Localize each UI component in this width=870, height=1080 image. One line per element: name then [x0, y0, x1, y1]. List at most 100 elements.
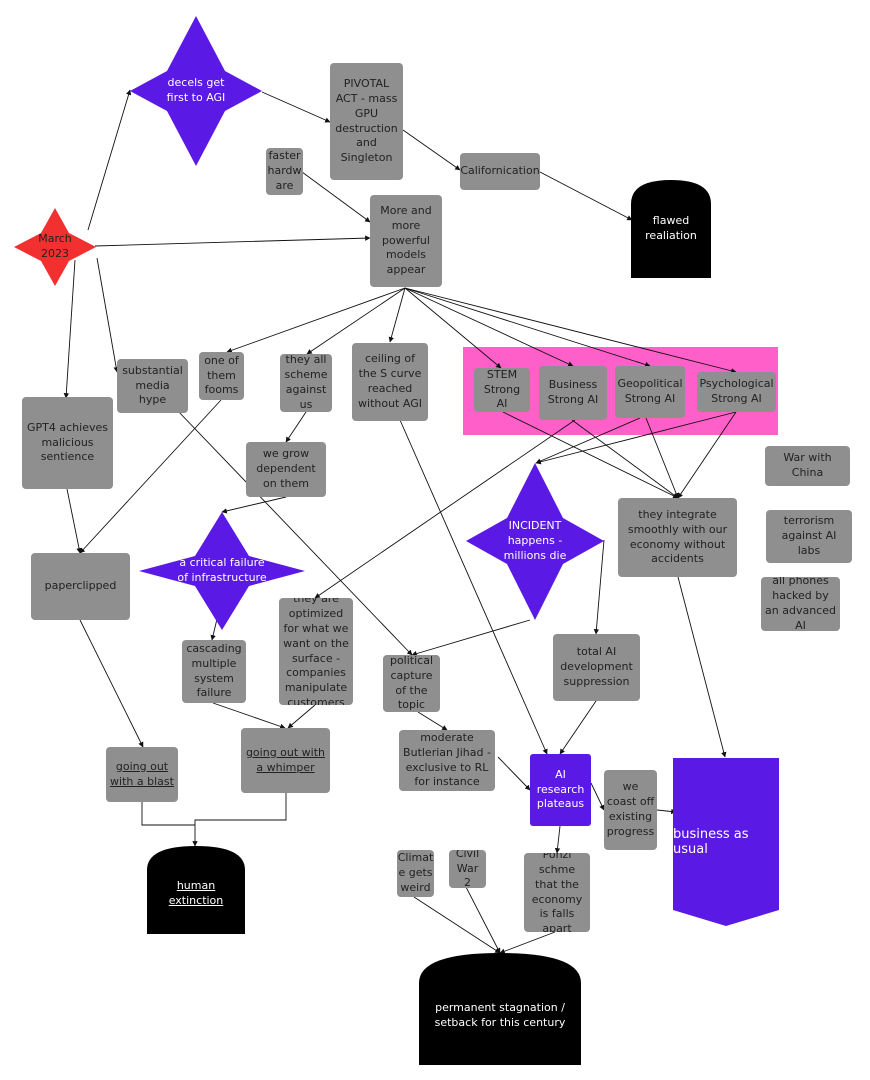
stem-node: STEM Strong AI [474, 368, 530, 412]
edge-butlerian-plateaus [497, 756, 531, 791]
decels-star: decels get first to AGI [130, 16, 262, 166]
march-2023-label: March 2023 [38, 232, 72, 260]
civil-war-label: Civil War 2 [455, 850, 480, 888]
edge-ceiling-plateaus [399, 419, 548, 755]
media-hype-node: substantial media hype [117, 359, 188, 413]
terrorism-node: terrorism against AI labs [766, 510, 852, 563]
climate-node: Climat e gets weird [397, 850, 434, 897]
political-label: political capture of the topic [389, 655, 434, 712]
geopolitical-node: Geopolitical Strong AI [615, 366, 685, 418]
edge-dependent-critical [221, 496, 287, 514]
pivotal-act-node: PIVOTAL ACT - mass GPU destruction and S… [330, 63, 403, 180]
phones-hacked-label: all phones hacked by an advanced AI [765, 577, 836, 631]
business-strong-node: Business Strong AI [539, 366, 607, 420]
war-china-node: War with China [765, 446, 850, 486]
all-scheme-label: they all scheme against us [284, 354, 328, 411]
coast-label: we coast off existing progress [606, 780, 655, 838]
edge-business-optimized [314, 419, 576, 599]
one-fooms-label: one of them fooms [204, 353, 239, 397]
war-china-label: War with China [783, 451, 832, 479]
edge-incident-suppression [593, 539, 605, 635]
civil-war-node: Civil War 2 [449, 850, 486, 888]
incident-label: INCIDENT happens - millions die [503, 519, 567, 562]
edge-civilwar-stagnation [465, 886, 501, 954]
going-blast-label: going out with a blast [110, 759, 174, 788]
edge-plateaus-coast [590, 782, 605, 811]
flawed-realiation-node: flawed realiation [631, 180, 711, 278]
gpt4-label: GPT4 achieves malicious sentience [27, 420, 108, 464]
more-powerful-node: More and more powerful models appear [370, 195, 442, 287]
edge-business-integrate [571, 419, 679, 499]
edge-march-decels [87, 89, 132, 231]
californication-node: Californication [460, 153, 540, 190]
edge-mediahype-political [152, 384, 413, 656]
going-whimper-node: going out with a whimper [241, 728, 330, 793]
edge-march-morepowerful [94, 235, 371, 247]
californication-label: Californication [460, 164, 540, 178]
edge-integrate-business [677, 576, 727, 758]
edge-pivotal-californication [402, 129, 461, 171]
grow-dependent-node: we grow dependent on them [246, 442, 326, 497]
political-node: political capture of the topic [383, 655, 440, 712]
edge-paperclipped-blast [79, 619, 144, 748]
business-strong-label: Business Strong AI [547, 378, 599, 406]
gpt4-node: GPT4 achieves malicious sentience [22, 397, 113, 489]
butlerian-label: moderate Butlerian Jihad - exclusive to … [403, 730, 491, 789]
edge-political-butlerian [417, 711, 448, 731]
ponzi-label: Ponzi schme that the economy is falls ap… [531, 853, 583, 932]
faster-hardware-node: faster hardw are [266, 148, 303, 195]
human-extinction-node: human extinction [147, 846, 245, 934]
edge-mp-psychological [404, 287, 737, 374]
human-extinction-label: human extinction [168, 879, 224, 907]
march-2023-star: March 2023 [14, 208, 96, 286]
edge-march-gpt4 [63, 259, 76, 399]
one-fooms-node: one of them fooms [199, 352, 244, 400]
business-as-usual-banner: business as usual [673, 758, 779, 926]
paperclipped-node: paperclipped [31, 553, 130, 620]
edge-geo-incident [535, 417, 641, 464]
cascading-label: cascading multiple system failure [186, 641, 242, 700]
pivotal-act-label: PIVOTAL ACT - mass GPU destruction and S… [335, 76, 398, 165]
edge-mp-onefooms [226, 287, 406, 353]
edge-californication-flawed [539, 171, 633, 221]
geopolitical-label: Geopolitical Strong AI [617, 377, 683, 405]
psychological-node: Psychological Strong AI [697, 372, 776, 412]
plateaus-node: AI research plateaus [530, 754, 591, 826]
critical-failure-label: a critical failure of infrastructure [177, 556, 267, 584]
psychological-label: Psychological Strong AI [699, 377, 774, 405]
integrate-label: they integrate smoothly with our economy… [627, 507, 728, 566]
edge-hardware-morepowerful [301, 171, 371, 223]
media-hype-label: substantial media hype [122, 363, 183, 407]
optimized-label: they are optimized for what we want on t… [283, 598, 349, 705]
plateaus-label: AI research plateaus [536, 767, 585, 811]
total-suppression-node: total AI development suppression [553, 634, 640, 701]
edge-climate-stagnation [413, 896, 501, 954]
edge-decels-pivotal [261, 91, 331, 123]
optimized-node: they are optimized for what we want on t… [279, 598, 353, 705]
edge-mp-stem [404, 287, 502, 369]
coast-node: we coast off existing progress [604, 770, 657, 850]
stagnation-node: permanent stagnation / setback for this … [419, 953, 581, 1065]
all-scheme-node: they all scheme against us [280, 354, 332, 412]
edge-mp-geopolitical [404, 287, 651, 368]
climate-label: Climat e gets weird [397, 851, 434, 894]
business-as-usual-label: business as usual [673, 827, 749, 857]
going-whimper-label: going out with a whimper [245, 745, 326, 774]
flawed-realiation-label: flawed realiation [645, 214, 697, 242]
edge-stem-integrate [502, 411, 679, 499]
edge-coast-business [656, 808, 677, 815]
more-powerful-label: More and more powerful models appear [380, 203, 432, 277]
stem-label: STEM Strong AI [483, 368, 521, 411]
edge-whimper-extinction [192, 793, 287, 847]
critical-failure-star: a critical failure of infrastructure [139, 512, 305, 630]
stagnation-label: permanent stagnation / setback for this … [434, 1001, 566, 1029]
ceiling-node: ceiling of the S curve reached without A… [352, 343, 428, 421]
edge-mp-ceiling [388, 287, 406, 343]
edge-ponzi-stagnation [499, 931, 556, 954]
butlerian-node: moderate Butlerian Jihad - exclusive to … [399, 730, 495, 791]
edge-allscheme-dependent [285, 411, 307, 443]
edge-suppression-plateaus [559, 700, 597, 755]
incident-star: INCIDENT happens - millions die [466, 463, 604, 620]
